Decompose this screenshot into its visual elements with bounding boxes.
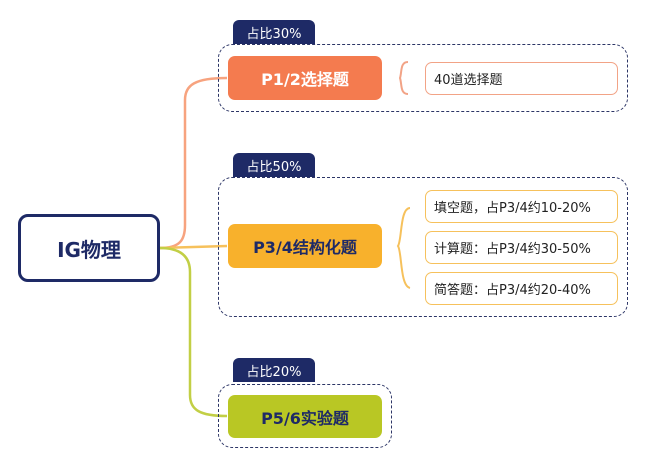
badge-p12-text: 占比30% bbox=[246, 26, 302, 42]
leaf-p12-0[interactable]: 40道选择题 bbox=[425, 62, 618, 95]
leaf-p34-2-text: 简答题：占P3/4约20-40% bbox=[434, 283, 591, 298]
leaf-p34-1[interactable]: 计算题：占P3/4约30-50% bbox=[425, 231, 618, 264]
leaf-p34-0-text: 填空题，占P3/4约10-20% bbox=[434, 201, 591, 216]
node-p56-label: P5/6实验题 bbox=[261, 408, 349, 428]
node-p12[interactable]: P1/2选择题 bbox=[228, 56, 382, 100]
brace-p12 bbox=[398, 61, 409, 95]
node-p34-label: P3/4结构化题 bbox=[253, 238, 357, 257]
leaf-p12-0-text: 40道选择题 bbox=[434, 73, 503, 88]
brace-p34 bbox=[396, 207, 411, 289]
leaf-p34-2[interactable]: 简答题：占P3/4约20-40% bbox=[425, 272, 618, 305]
badge-p56: 占比20% bbox=[233, 358, 315, 382]
badge-p12: 占比30% bbox=[233, 20, 315, 44]
node-p12-label: P1/2选择题 bbox=[261, 70, 349, 89]
leaf-p34-1-text: 计算题：占P3/4约30-50% bbox=[434, 242, 591, 257]
leaf-p34-0[interactable]: 填空题，占P3/4约10-20% bbox=[425, 190, 618, 223]
group-p12 bbox=[218, 44, 628, 112]
connector-root-p56 bbox=[159, 246, 228, 418]
node-p34[interactable]: P3/4结构化题 bbox=[228, 224, 382, 268]
node-p56[interactable]: P5/6实验题 bbox=[228, 395, 382, 438]
group-p34 bbox=[218, 177, 628, 317]
badge-p34: 占比50% bbox=[233, 153, 315, 177]
badge-p56-text: 占比20% bbox=[246, 364, 302, 380]
connector-root-p34 bbox=[159, 244, 228, 250]
connector-root-p12 bbox=[159, 76, 228, 250]
badge-p34-text: 占比50% bbox=[246, 159, 302, 175]
root-label: IG物理 bbox=[57, 237, 121, 262]
root-node[interactable]: IG物理 bbox=[18, 214, 160, 282]
group-p56 bbox=[218, 384, 392, 448]
